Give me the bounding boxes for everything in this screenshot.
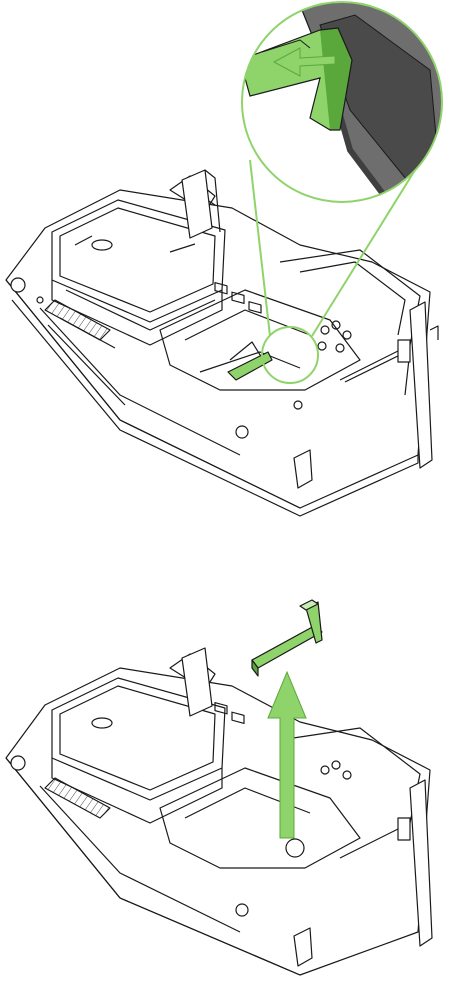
removed-latch-part	[252, 600, 322, 676]
panel-2-board-assembly	[6, 648, 432, 975]
zoomed-latch-view	[240, 0, 462, 230]
panel-1-board-assembly	[6, 170, 438, 516]
